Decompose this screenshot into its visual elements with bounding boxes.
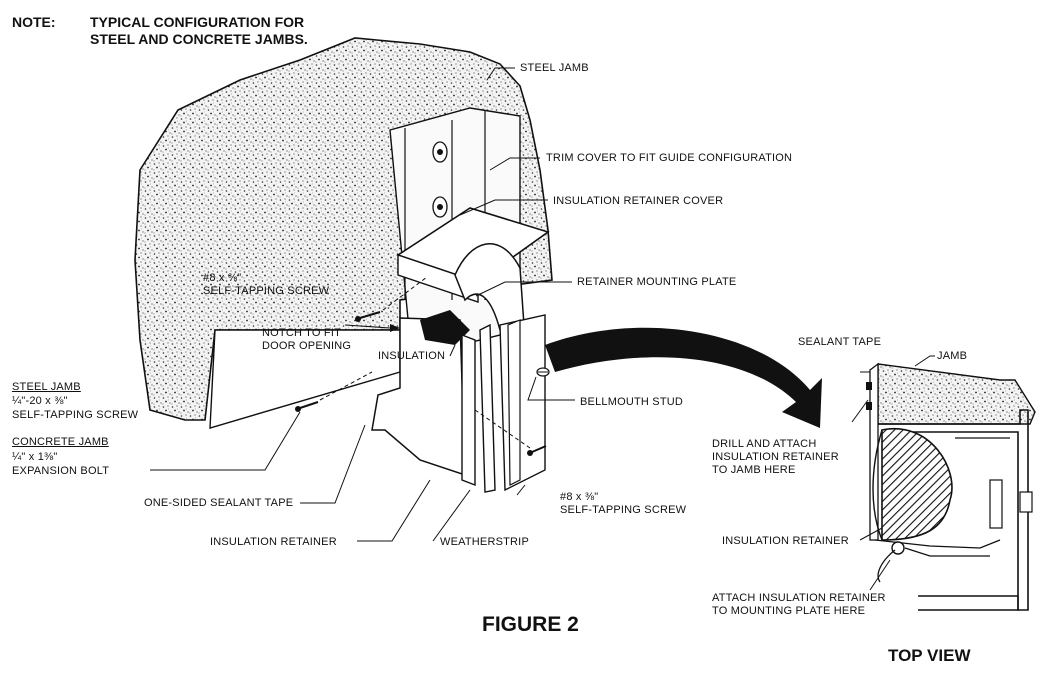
label-screw-top-size: #8 x ⅜"	[203, 272, 242, 284]
label-tv-jamb: JAMB	[937, 350, 968, 362]
label-one-sided-tape: ONE-SIDED SEALANT TAPE	[144, 497, 294, 509]
label-insulation-retainer: INSULATION RETAINER	[210, 536, 337, 548]
label-notch-2: DOOR OPENING	[262, 340, 352, 352]
note-line-2: STEEL AND CONCRETE JAMBS.	[90, 31, 308, 47]
label-left-concrete-size: ¼" x 1⅜"	[12, 451, 58, 463]
label-retainer-mounting-plate: RETAINER MOUNTING PLATE	[577, 276, 737, 288]
label-left-steel-size: ¼"-20 x ⅜"	[12, 395, 68, 407]
figure-title: FIGURE 2	[482, 613, 579, 636]
label-screw-top-type: SELF-TAPPING SCREW	[203, 285, 330, 297]
label-insulation: INSULATION	[378, 350, 446, 362]
top-view-title: TOP VIEW	[888, 646, 971, 665]
label-tv-sealant-tape: SEALANT TAPE	[798, 336, 882, 348]
label-notch-1: NOTCH TO FIT	[262, 327, 341, 339]
label-left-concrete-jamb: CONCRETE JAMB	[12, 436, 109, 448]
label-tv-drill-3: TO JAMB HERE	[712, 464, 796, 476]
label-bellmouth-stud: BELLMOUTH STUD	[580, 396, 684, 408]
label-tv-drill-2: INSULATION RETAINER	[712, 451, 839, 463]
label-tv-attach-1: ATTACH INSULATION RETAINER	[712, 592, 886, 604]
label-left-steel-screw: SELF-TAPPING SCREW	[12, 409, 139, 421]
label-steel-jamb: STEEL JAMB	[520, 62, 589, 74]
label-screw-bottom-type: SELF-TAPPING SCREW	[560, 504, 687, 516]
label-left-concrete-bolt: EXPANSION BOLT	[12, 465, 110, 477]
label-insulation-retainer-cover: INSULATION RETAINER COVER	[553, 195, 724, 207]
curved-arrow-icon	[545, 327, 822, 428]
note-line-1: TYPICAL CONFIGURATION FOR	[90, 14, 305, 30]
label-tv-drill-1: DRILL AND ATTACH	[712, 438, 817, 450]
top-view-drawing	[851, 355, 1036, 611]
label-trim-cover: TRIM COVER TO FIT GUIDE CONFIGURATION	[546, 152, 793, 164]
note-text: TYPICAL CONFIGURATION FOR STEEL AND CONC…	[90, 14, 308, 48]
label-tv-attach-2: TO MOUNTING PLATE HERE	[712, 605, 866, 617]
label-screw-bottom-size: #8 x ⅜"	[560, 491, 599, 503]
label-weatherstrip: WEATHERSTRIP	[440, 536, 529, 548]
note-label: NOTE:	[12, 14, 56, 30]
label-left-steel-jamb: STEEL JAMB	[12, 381, 81, 393]
label-tv-insulation-retainer: INSULATION RETAINER	[722, 535, 849, 547]
